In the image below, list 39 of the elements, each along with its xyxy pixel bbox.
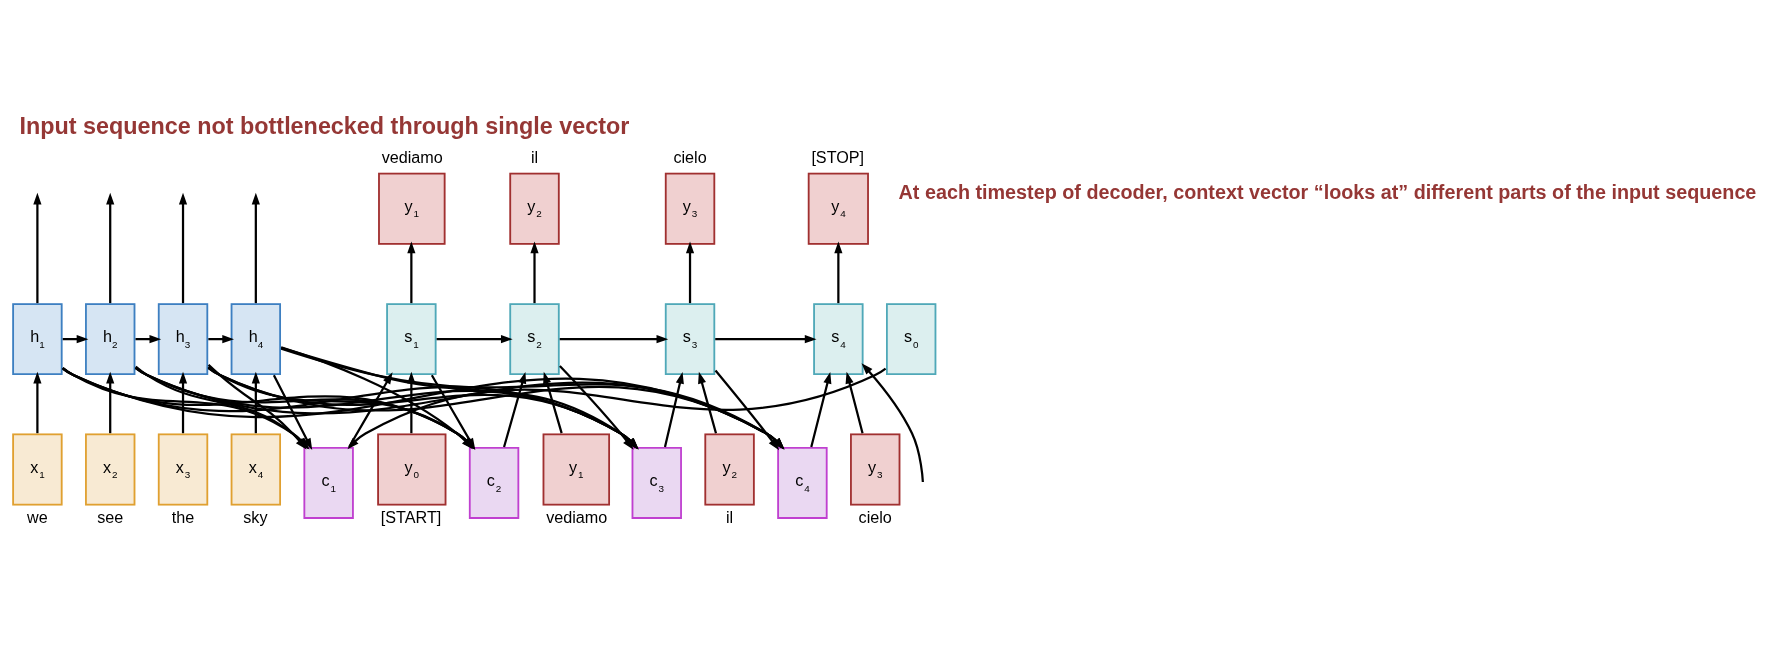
- node-label: vediamo: [381, 148, 443, 167]
- arrow: [33, 371, 42, 434]
- arrow: [530, 241, 539, 304]
- arrow: [834, 241, 843, 304]
- node-label: we: [27, 507, 48, 526]
- arrow: [178, 371, 188, 434]
- label: At each timestep of decoder, context vector “looks at” different parts of the input sequence: [898, 181, 1757, 204]
- node-label: [STOP]: [811, 148, 865, 167]
- arrow: [861, 363, 924, 483]
- node-label: sky: [243, 507, 268, 526]
- arrow: [698, 371, 718, 434]
- node-label: il: [530, 148, 539, 167]
- arrow: [106, 192, 115, 304]
- arrow: [810, 371, 832, 448]
- arrow: [685, 241, 695, 304]
- arrow: [559, 335, 669, 344]
- node-label: cielo: [673, 148, 707, 167]
- arrow: [714, 369, 780, 451]
- diagram-title: Input sequence not bottlenecked through single vector: [19, 112, 630, 139]
- arrow: [663, 371, 684, 448]
- arrow: [407, 371, 416, 434]
- arrow: [715, 335, 817, 344]
- arrow: [502, 371, 527, 448]
- node-label: cielo: [858, 507, 892, 526]
- arrow: [251, 371, 260, 434]
- arrow: [178, 192, 188, 304]
- node-label: [START]: [380, 507, 442, 526]
- arrow: [436, 335, 513, 344]
- arrow: [251, 192, 260, 304]
- arrow: [559, 365, 634, 450]
- arrow: [845, 371, 864, 434]
- node-label: the: [171, 507, 195, 526]
- arrow: [543, 371, 563, 434]
- node-label: il: [725, 507, 734, 526]
- node-label: vediamo: [546, 507, 608, 526]
- arrow: [33, 192, 42, 304]
- node-label: see: [97, 507, 124, 526]
- arrow: [407, 241, 416, 304]
- arrow: [106, 371, 115, 434]
